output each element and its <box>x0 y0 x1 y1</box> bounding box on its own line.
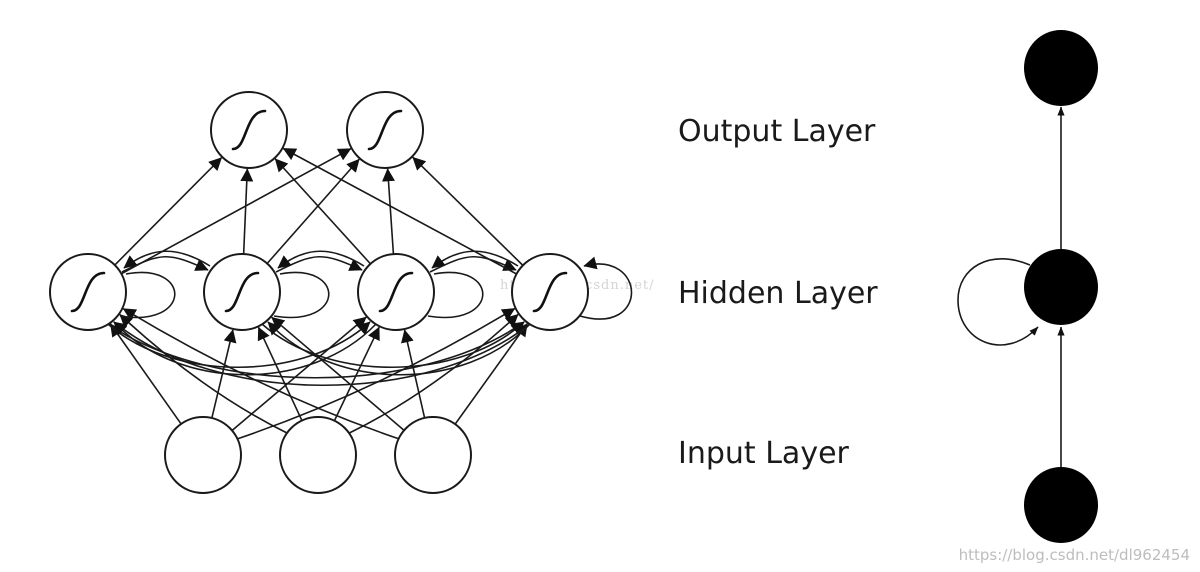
folded-network <box>957 30 1098 543</box>
recurrent-arc-arrow <box>267 321 531 376</box>
self-loop-arrow <box>579 256 633 320</box>
recurrent-loop-arrow <box>277 250 365 269</box>
hidden-node <box>357 253 435 331</box>
recurrent-side-loop <box>273 271 330 319</box>
hidden-to-output-arrow <box>274 158 372 265</box>
sigmoid-icon <box>378 271 414 313</box>
input-node <box>279 416 357 494</box>
input-node <box>394 416 472 494</box>
input-to-hidden-arrow <box>348 313 519 434</box>
sigmoid-icon <box>532 271 568 313</box>
folded-output-node <box>1024 30 1098 106</box>
input-node <box>164 416 242 494</box>
hidden-to-output-arrow <box>282 147 517 275</box>
input-to-hidden-arrow <box>109 323 182 425</box>
recurrent-loop-arrow <box>275 255 363 273</box>
recurrent-loop-arrow <box>123 250 211 269</box>
recurrent-loop-arrow <box>121 255 209 273</box>
recurrent-side-loop <box>427 271 484 319</box>
network-nodes <box>49 91 589 494</box>
output-node <box>210 91 288 169</box>
input-to-hidden-arrow <box>257 326 303 421</box>
recurrent-arc-arrow <box>113 321 531 387</box>
folded-hidden-node <box>1024 249 1098 325</box>
recurrent-arc-arrow <box>261 321 525 369</box>
hidden-layer-label: Hidden Layer <box>678 276 878 311</box>
sigmoid-icon <box>367 109 403 151</box>
input-to-hidden-arrow <box>122 307 399 440</box>
recurrent-arc-arrow <box>107 321 371 369</box>
hidden-to-output-arrow <box>114 157 223 266</box>
hidden-node <box>49 253 127 331</box>
corner-watermark: https://blog.csdn.net/dl962454 <box>959 546 1190 564</box>
hidden-to-output-arrow <box>120 147 352 275</box>
input-to-hidden-arrow <box>333 326 380 422</box>
recurrent-arc-arrow <box>107 321 525 379</box>
connections <box>107 147 633 440</box>
hidden-to-output-arrow <box>240 168 254 255</box>
sigmoid-icon <box>224 271 260 313</box>
recurrent-arc-arrow <box>113 321 377 376</box>
output-node <box>346 91 424 169</box>
hidden-to-output-arrow <box>381 168 395 255</box>
recurrent-side-loop <box>119 271 176 319</box>
sigmoid-icon <box>70 271 106 313</box>
output-layer-label: Output Layer <box>678 114 876 149</box>
sigmoid-icon <box>231 109 267 151</box>
recurrent-loop-arrow <box>429 255 517 273</box>
hidden-node <box>511 253 589 331</box>
hidden-to-output-arrow <box>412 156 524 266</box>
input-layer-label: Input Layer <box>678 436 850 471</box>
hidden-to-output-arrow <box>266 158 360 265</box>
input-to-hidden-arrow <box>271 316 405 431</box>
input-to-hidden-arrow <box>231 316 367 432</box>
hidden-node <box>203 253 281 331</box>
input-to-hidden-arrow <box>119 313 288 434</box>
folded-recurrent-loop-arrow <box>957 258 1039 346</box>
folded-input-node <box>1024 467 1098 543</box>
